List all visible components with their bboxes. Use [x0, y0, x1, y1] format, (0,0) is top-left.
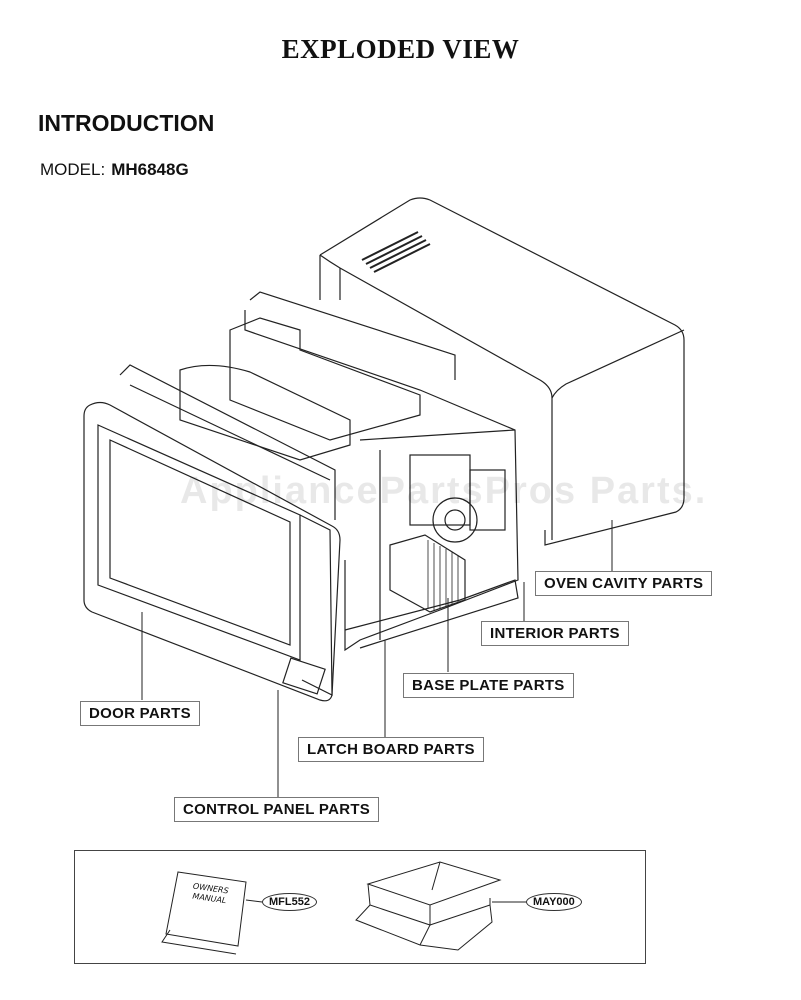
- control-panel-parts-label: CONTROL PANEL PARTS: [174, 797, 380, 822]
- model-value: MH6848G: [111, 160, 189, 179]
- latch-board-parts-label: LATCH BOARD PARTS: [298, 737, 484, 762]
- page-title: EXPLODED VIEW: [281, 34, 520, 64]
- oven-cavity-parts-label: OVEN CAVITY PARTS: [535, 571, 713, 596]
- base-plate-parts-label: BASE PLATE PARTS: [403, 673, 574, 698]
- accessories-box: [74, 850, 646, 964]
- door-parts-label: DOOR PARTS: [80, 701, 200, 726]
- section-heading: INTRODUCTION: [38, 110, 215, 136]
- model-line: MODEL: MH6848G: [40, 160, 189, 180]
- box-part-number: MAY000: [526, 893, 582, 911]
- model-label: MODEL:: [40, 160, 106, 179]
- manual-part-number: MFL552: [262, 893, 317, 911]
- watermark: AppliancePartsPros Parts.: [180, 470, 708, 512]
- interior-parts-label: INTERIOR PARTS: [481, 621, 629, 646]
